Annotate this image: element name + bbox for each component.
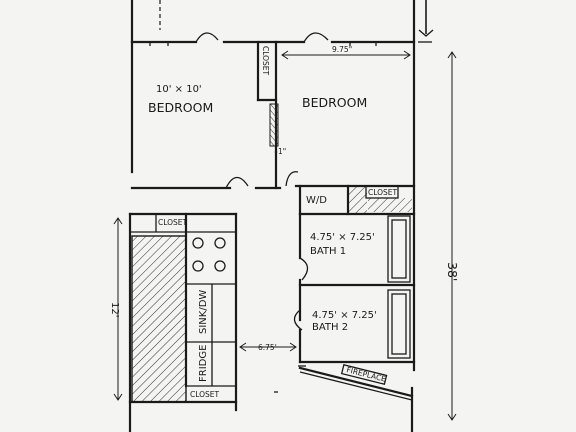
bedroom-left-label: BEDROOM <box>148 100 213 115</box>
closet-kitchen-top-label: CLOSET <box>158 218 188 227</box>
kitchen <box>130 212 236 403</box>
laundry-area <box>298 184 416 216</box>
top-opening <box>159 0 434 43</box>
bath-2-size: 4.75' × 7.25' <box>312 310 377 321</box>
fridge-label: FRIDGE <box>198 345 209 382</box>
dim-right-label: 38' <box>445 262 460 281</box>
bath-2-label: BATH 2 <box>312 322 348 333</box>
dimension-lines <box>113 50 457 421</box>
closet-vertical <box>256 40 279 190</box>
bedroom-right-label: BEDROOM <box>302 95 367 110</box>
fireplace-area <box>274 364 414 401</box>
bedroom-left-size: 10' × 10' <box>156 84 202 95</box>
bath-1 <box>298 212 416 322</box>
dim-hall-label: 6.75' <box>258 343 277 352</box>
closet-tick-label: 1" <box>278 147 286 156</box>
bath-1-size: 4.75' × 7.25' <box>310 232 375 243</box>
closet-kitchen-bottom-label: CLOSET <box>190 390 220 399</box>
bath-2 <box>293 289 416 364</box>
sink-dw-label: SINK/DW <box>198 290 209 334</box>
wd-label: W/D <box>306 195 327 206</box>
closet-vertical-label: CLOSET <box>261 46 270 76</box>
dim-top-right-label: 9.75" <box>332 45 352 54</box>
closet-right-label: CLOSET <box>368 188 398 197</box>
bath-1-label: BATH 1 <box>310 246 346 257</box>
dim-left-label: 12' <box>109 302 120 317</box>
